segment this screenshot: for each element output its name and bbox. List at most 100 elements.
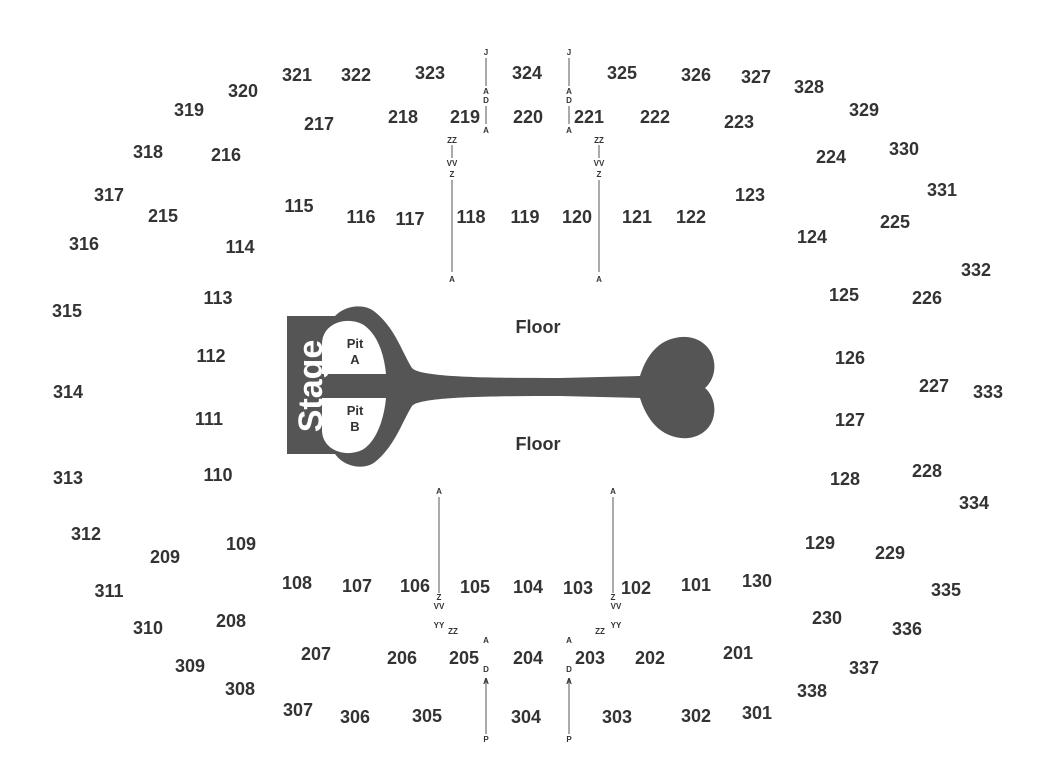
section-label[interactable]: 110 [203, 465, 232, 485]
section-label[interactable]: 207 [301, 644, 331, 664]
section-label[interactable]: 307 [283, 700, 313, 720]
section-label[interactable]: 101 [681, 575, 711, 595]
section-label[interactable]: 112 [196, 346, 225, 366]
section-label[interactable]: 109 [226, 534, 256, 554]
section-label[interactable]: 322 [341, 65, 371, 85]
pit-b-area[interactable] [322, 398, 386, 454]
section-label[interactable]: 317 [94, 185, 124, 205]
section-label[interactable]: 229 [875, 543, 905, 563]
section-label[interactable]: 121 [622, 207, 652, 227]
stage-area[interactable]: Stage Pit A Pit B [287, 306, 715, 467]
section-label[interactable]: 111 [195, 409, 223, 429]
section-label[interactable]: 217 [304, 114, 334, 134]
section-label[interactable]: 318 [133, 142, 163, 162]
section-label[interactable]: 126 [835, 348, 865, 368]
section-label[interactable]: 108 [282, 573, 312, 593]
section-label[interactable]: 102 [621, 578, 651, 598]
section-label[interactable]: 123 [735, 185, 765, 205]
section-label[interactable]: 202 [635, 648, 665, 668]
section-label[interactable]: 117 [395, 209, 424, 229]
section-label[interactable]: 315 [52, 301, 82, 321]
section-label[interactable]: 113 [203, 288, 232, 308]
section-label[interactable]: 221 [574, 107, 604, 127]
section-label[interactable]: 104 [513, 577, 543, 597]
section-label[interactable]: 314 [53, 382, 83, 402]
section-label[interactable]: 215 [148, 206, 178, 226]
section-label[interactable]: 128 [830, 469, 860, 489]
section-label[interactable]: 103 [563, 578, 593, 598]
section-label[interactable]: 216 [211, 145, 241, 165]
section-label[interactable]: 118 [456, 207, 485, 227]
section-label[interactable]: 331 [927, 180, 957, 200]
section-label[interactable]: 326 [681, 65, 711, 85]
section-label[interactable]: 125 [829, 285, 859, 305]
section-label[interactable]: 310 [133, 618, 163, 638]
section-label[interactable]: 208 [216, 611, 246, 631]
section-label[interactable]: 327 [741, 67, 771, 87]
floor-label[interactable]: Floor [516, 317, 561, 337]
section-label[interactable]: 338 [797, 681, 827, 701]
section-label[interactable]: 206 [387, 648, 417, 668]
section-label[interactable]: 335 [931, 580, 961, 600]
section-label[interactable]: 323 [415, 63, 445, 83]
section-labels[interactable]: 321 322 323 324 325 326 327 320 319 328 … [52, 63, 1003, 727]
section-label[interactable]: 119 [510, 207, 539, 227]
section-label[interactable]: 218 [388, 107, 418, 127]
section-label[interactable]: 127 [835, 410, 865, 430]
section-label[interactable]: 225 [880, 212, 910, 232]
section-label[interactable]: 222 [640, 107, 670, 127]
section-label[interactable]: 114 [225, 237, 254, 257]
section-label[interactable]: 220 [513, 107, 543, 127]
section-label[interactable]: 334 [959, 493, 989, 513]
section-label[interactable]: 224 [816, 147, 846, 167]
section-label[interactable]: 311 [94, 581, 123, 601]
section-label[interactable]: 129 [805, 533, 835, 553]
section-label[interactable]: 313 [53, 468, 83, 488]
section-label[interactable]: 320 [228, 81, 258, 101]
section-label[interactable]: 204 [513, 648, 543, 668]
section-label[interactable]: 330 [889, 139, 919, 159]
section-label[interactable]: 227 [919, 376, 949, 396]
section-label[interactable]: 306 [340, 707, 370, 727]
section-label[interactable]: 312 [71, 524, 101, 544]
pit-a-area[interactable] [322, 320, 386, 374]
section-label[interactable]: 321 [282, 65, 312, 85]
section-label[interactable]: 115 [284, 196, 313, 216]
section-label[interactable]: 328 [794, 77, 824, 97]
section-label[interactable]: 203 [575, 648, 605, 668]
section-label[interactable]: 105 [460, 577, 490, 597]
section-label[interactable]: 130 [742, 571, 772, 591]
section-label[interactable]: 223 [724, 112, 754, 132]
section-label[interactable]: 337 [849, 658, 879, 678]
section-label[interactable]: 122 [676, 207, 706, 227]
section-label[interactable]: 324 [512, 63, 542, 83]
section-label[interactable]: 226 [912, 288, 942, 308]
section-label[interactable]: 201 [723, 643, 753, 663]
section-label[interactable]: 302 [681, 706, 711, 726]
section-label[interactable]: 319 [174, 100, 204, 120]
section-label[interactable]: 304 [511, 707, 541, 727]
section-label[interactable]: 333 [973, 382, 1003, 402]
section-label[interactable]: 106 [400, 576, 430, 596]
section-label[interactable]: 303 [602, 707, 632, 727]
section-label[interactable]: 209 [150, 547, 180, 567]
section-label[interactable]: 305 [412, 706, 442, 726]
row-label: VV [447, 159, 458, 168]
section-label[interactable]: 332 [961, 260, 991, 280]
section-label[interactable]: 124 [797, 227, 827, 247]
section-label[interactable]: 325 [607, 63, 637, 83]
section-label[interactable]: 309 [175, 656, 205, 676]
floor-label[interactable]: Floor [516, 434, 561, 454]
section-label[interactable]: 230 [812, 608, 842, 628]
section-label[interactable]: 228 [912, 461, 942, 481]
section-label[interactable]: 107 [342, 576, 372, 596]
section-label[interactable]: 308 [225, 679, 255, 699]
section-label[interactable]: 219 [450, 107, 480, 127]
section-label[interactable]: 316 [69, 234, 99, 254]
section-label[interactable]: 336 [892, 619, 922, 639]
section-label[interactable]: 329 [849, 100, 879, 120]
section-label[interactable]: 120 [562, 207, 592, 227]
section-label[interactable]: 205 [449, 648, 479, 668]
section-label[interactable]: 116 [346, 207, 375, 227]
section-label[interactable]: 301 [742, 703, 772, 723]
